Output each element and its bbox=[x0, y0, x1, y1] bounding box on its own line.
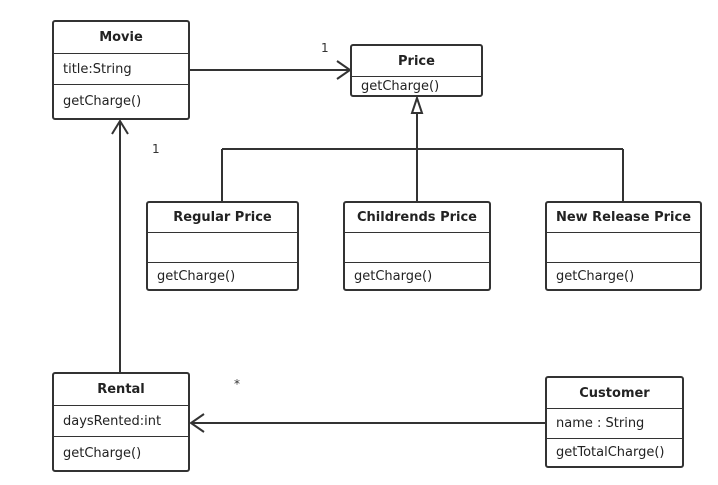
class-customer-attribute: name : String bbox=[547, 409, 682, 439]
class-movie-operation: getCharge() bbox=[63, 94, 142, 109]
class-rental[interactable]: Rental daysRented:int getCharge() bbox=[52, 372, 190, 472]
class-childrens-price-operation: getCharge() bbox=[354, 268, 433, 284]
class-movie-name: Movie bbox=[54, 22, 188, 54]
class-regular-price[interactable]: Regular Price getCharge() bbox=[146, 201, 299, 291]
class-movie[interactable]: Movie title:String getCharge() bbox=[52, 20, 190, 120]
class-price[interactable]: Price getCharge() bbox=[350, 44, 483, 97]
class-regular-price-attributes bbox=[148, 233, 297, 263]
class-price-operation: getCharge() bbox=[361, 78, 440, 94]
class-regular-price-name: Regular Price bbox=[148, 203, 297, 233]
class-childrens-price-name: Childrends Price bbox=[345, 203, 489, 233]
class-movie-attribute: title:String bbox=[54, 54, 188, 85]
class-new-release-price[interactable]: New Release Price getCharge() bbox=[545, 201, 702, 291]
class-new-release-price-attributes bbox=[547, 233, 700, 263]
generalization-triangle bbox=[410, 94, 424, 114]
class-price-name: Price bbox=[352, 46, 481, 77]
customer-rental-arrowhead bbox=[189, 413, 205, 433]
multiplicity-movie-price: 1 bbox=[321, 41, 329, 55]
class-rental-operation: getCharge() bbox=[63, 446, 142, 461]
multiplicity-customer-rental: * bbox=[234, 377, 240, 391]
class-rental-attribute: daysRented:int bbox=[54, 406, 188, 437]
class-customer-operation: getTotalCharge() bbox=[556, 445, 665, 460]
class-new-release-price-operation: getCharge() bbox=[556, 268, 635, 284]
class-regular-price-operation: getCharge() bbox=[157, 268, 236, 284]
rental-movie-arrowhead bbox=[111, 119, 129, 135]
class-rental-name: Rental bbox=[54, 374, 188, 406]
class-customer[interactable]: Customer name : String getTotalCharge() bbox=[545, 376, 684, 468]
class-customer-name: Customer bbox=[547, 378, 682, 409]
class-childrens-price[interactable]: Childrends Price getCharge() bbox=[343, 201, 491, 291]
multiplicity-rental-movie: 1 bbox=[152, 142, 160, 156]
class-childrens-price-attributes bbox=[345, 233, 489, 263]
class-new-release-price-name: New Release Price bbox=[547, 203, 700, 233]
